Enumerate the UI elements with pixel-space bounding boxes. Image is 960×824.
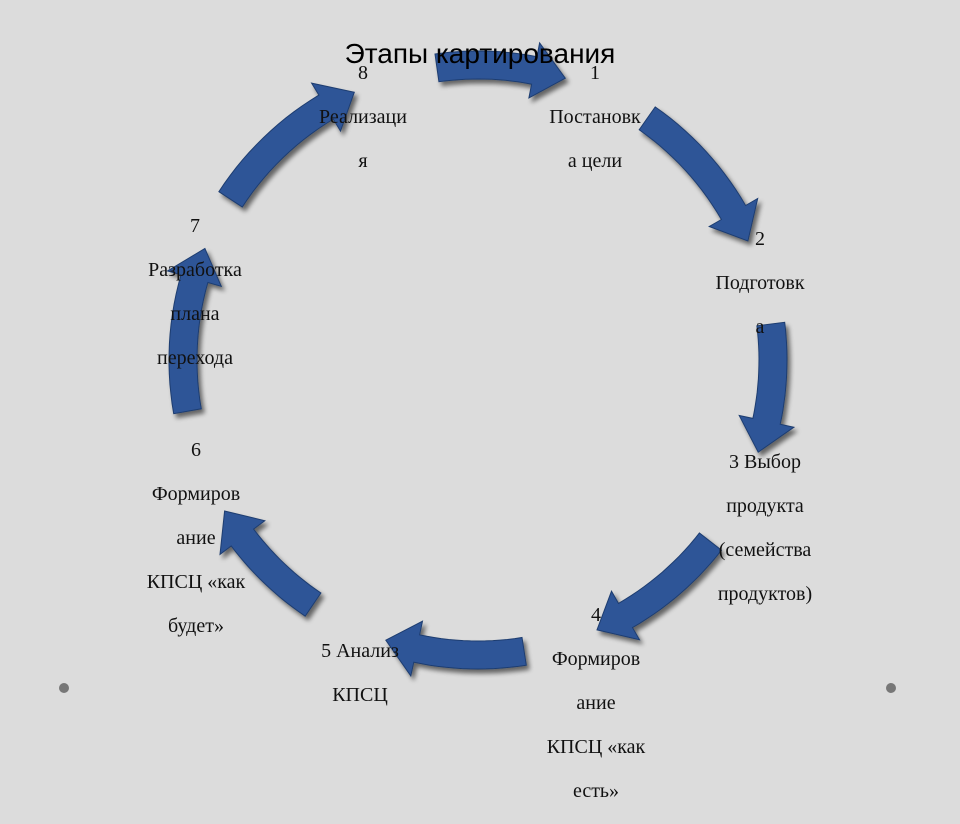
- step-1-text-line: Постановк: [549, 106, 641, 128]
- cycle-arrow-2-icon: [638, 106, 759, 242]
- step-7-label: 7 Разработка плана перехода: [130, 193, 260, 391]
- step-6-text-line: Формиров: [151, 483, 241, 505]
- step-5-text-line: 5 Анализ: [321, 640, 399, 662]
- step-4-text-line: Формиров: [551, 648, 641, 670]
- cycle-arrow-6-icon: [219, 510, 322, 617]
- step-1-number: 1: [590, 62, 600, 84]
- step-5-text-line: КПСЦ: [332, 684, 388, 706]
- bullet-dot-icon: [59, 683, 69, 693]
- step-3-text-line: 3 Выбор: [729, 451, 801, 473]
- cycle-arrow-1-icon: [434, 41, 567, 99]
- step-8-label: 8 Реализаци я: [298, 40, 428, 194]
- step-6-text-line: ание: [176, 527, 216, 549]
- step-4-number: 4: [591, 604, 601, 626]
- step-8-number: 8: [358, 62, 368, 84]
- step-1-label: 1 Постановк а цели: [530, 40, 660, 194]
- step-3-text-line: (семейства: [718, 539, 812, 561]
- step-6-text-line: будет»: [168, 615, 224, 637]
- cycle-arrow-8-icon: [218, 82, 355, 208]
- step-2-text-line: Подготовк: [715, 272, 805, 294]
- cycle-arrows: [166, 41, 796, 678]
- step-2-label: 2 Подготовк а: [695, 206, 825, 360]
- cycle-arrow-7-icon: [166, 247, 223, 415]
- cycle-arrow-4-icon: [596, 532, 723, 641]
- step-2-number: 2: [755, 228, 765, 250]
- step-3-text-line: продуктов): [717, 583, 813, 605]
- step-4-text-line: ание: [576, 692, 616, 714]
- cycle-arrow-5-icon: [385, 620, 527, 678]
- step-3-text-line: продукта: [726, 495, 804, 517]
- cycle-arrow-3-icon: [738, 321, 796, 453]
- bullet-dot-icon: [886, 683, 896, 693]
- step-7-number: 7: [190, 215, 200, 237]
- step-6-number: 6: [191, 439, 201, 461]
- step-7-text-line: плана: [170, 303, 220, 325]
- step-8-text-line: я: [358, 150, 368, 172]
- step-7-text-line: Разработка: [148, 259, 242, 281]
- step-7-text-line: перехода: [157, 347, 233, 369]
- step-6-label: 6 Формиров ание КПСЦ «как будет»: [128, 417, 264, 659]
- step-6-text-line: КПСЦ «как: [146, 571, 246, 593]
- step-1-text-line: а цели: [567, 150, 623, 172]
- step-8-text-line: Реализаци: [319, 106, 407, 128]
- step-4-label: 4 Формиров ание КПСЦ «как есть»: [528, 582, 664, 824]
- cycle-slide: 1 Постановк а цели 2 Подготовк а 3 Выбор…: [59, 38, 896, 802]
- step-4-text-line: КПСЦ «как: [546, 736, 646, 758]
- slide-title: Этапы картирования: [344, 38, 616, 69]
- step-4-text-line: есть»: [572, 780, 620, 802]
- step-5-label: 5 Анализ КПСЦ: [295, 618, 425, 728]
- step-2-text-line: а: [755, 316, 765, 338]
- step-3-label: 3 Выбор продукта (семейства продуктов): [690, 429, 840, 627]
